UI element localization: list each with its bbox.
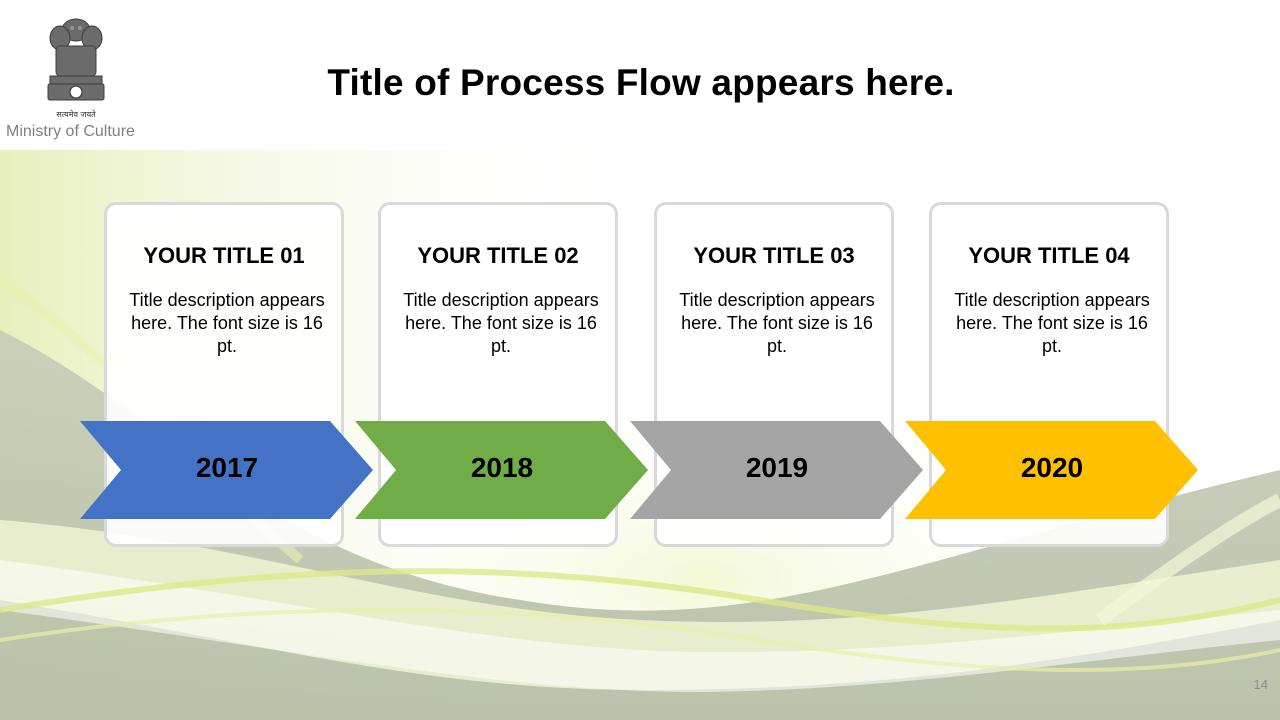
step-description: Title description appears here. The font… [679,290,875,356]
step-year-2: 2018 [470,452,534,483]
organization-name: Ministry of Culture [6,123,135,140]
step-description: Title description appears here. The font… [403,290,599,356]
step-description: Title description appears here. The font… [129,290,325,356]
step-title: YOUR TITLE 03 [693,243,855,268]
step-year-3: 2019 [745,452,809,483]
step-title: YOUR TITLE 01 [143,243,305,268]
step-card-4: YOUR TITLE 04 Title description appears … [929,202,1169,547]
step-card-1: YOUR TITLE 01 Title description appears … [104,202,344,547]
page-number: 14 [1253,677,1268,692]
step-year-1: 2017 [195,452,259,483]
slide-title: Title of Process Flow appears here. [327,62,955,103]
step-year-4: 2020 [1020,452,1084,483]
step-card-2: YOUR TITLE 02 Title description appears … [378,202,618,547]
national-emblem-logo: सत्यमेव जयते [47,18,105,119]
step-description: Title description appears here. The font… [954,290,1150,356]
step-title: YOUR TITLE 02 [417,243,579,268]
step-card-3: YOUR TITLE 03 Title description appears … [654,202,894,547]
step-title: YOUR TITLE 04 [968,243,1130,268]
emblem-motto: सत्यमेव जयते [56,109,96,119]
